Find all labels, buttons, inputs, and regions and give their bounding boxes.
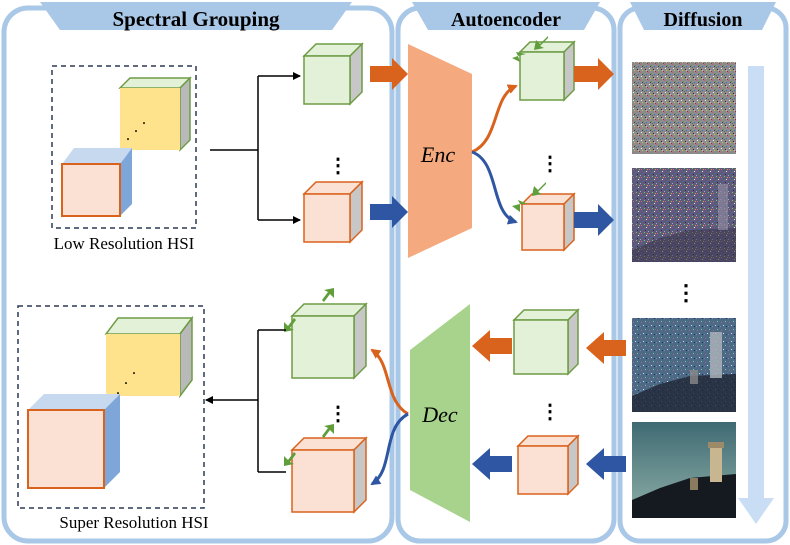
recon-vdots: ⋮ bbox=[328, 403, 348, 425]
denoised-cube-pink bbox=[516, 434, 580, 496]
low-res-label: Low Resolution HSI bbox=[54, 234, 195, 253]
recon-pink-arrow-top bbox=[322, 424, 334, 438]
decoder-shape bbox=[410, 304, 470, 522]
encoder-shape bbox=[408, 44, 472, 258]
super-res-pink-cube bbox=[27, 394, 120, 489]
blue-block-arrow-to-dec bbox=[472, 448, 512, 480]
super-res-dots: . bbox=[124, 371, 128, 388]
recon-cube-pink bbox=[290, 436, 368, 514]
recon-pink-arrow-left bbox=[284, 452, 296, 466]
low-res-box bbox=[51, 65, 197, 229]
super-res-dots-3: . bbox=[116, 381, 120, 398]
group-vdots: ⋮ bbox=[328, 155, 348, 177]
diffusion-title: Diffusion bbox=[664, 9, 743, 31]
latent-vdots: ⋮ bbox=[540, 153, 560, 175]
group-cube-pink-1 bbox=[302, 180, 364, 244]
group-cube-green-1 bbox=[302, 42, 364, 106]
orange-block-arrow-to-enc bbox=[370, 58, 408, 90]
spectral-title: Spectral Grouping bbox=[112, 7, 280, 31]
denoised-cube-green bbox=[512, 308, 580, 376]
orange-block-arrow-to-dec bbox=[472, 330, 512, 362]
low-res-dots-2: . bbox=[142, 111, 146, 128]
blue-block-arrow-to-enc bbox=[370, 196, 408, 228]
enc-blue-curve bbox=[471, 150, 518, 225]
diffusion-direction-arrow bbox=[738, 66, 774, 524]
autoencoder-title: Autoencoder bbox=[451, 9, 561, 31]
recon-green-arrow-left bbox=[284, 318, 296, 332]
diffusion-image-1 bbox=[632, 62, 736, 154]
recon-cube-green bbox=[290, 302, 368, 380]
latent-pink-arrow-left bbox=[512, 200, 528, 212]
diffusion-vdots: ⋮ bbox=[675, 280, 697, 305]
diffusion-image-3 bbox=[632, 318, 736, 412]
diffusion-image-4 bbox=[632, 422, 736, 518]
denoised-vdots: ⋮ bbox=[540, 401, 560, 423]
blue-block-arrow-to-diff bbox=[574, 204, 614, 236]
super-res-yellow-cube bbox=[104, 315, 194, 399]
latent-green-arrow-left bbox=[512, 52, 526, 62]
low-res-dots-3: . bbox=[126, 127, 130, 144]
latent-cube-green bbox=[518, 40, 576, 102]
diffusion-image-2 bbox=[632, 168, 736, 262]
autoencoder-title-tab bbox=[412, 2, 600, 30]
dec-orange-curve bbox=[370, 348, 409, 416]
super-res-dots-2: . bbox=[132, 361, 136, 378]
latent-green-arrow-top bbox=[534, 36, 548, 50]
latent-pink-arrow-top bbox=[532, 182, 546, 196]
super-res-box bbox=[17, 305, 205, 509]
low-res-dots: . bbox=[134, 119, 138, 136]
low-res-pink-cube bbox=[61, 148, 132, 217]
low-res-yellow-cube bbox=[118, 76, 192, 152]
diffusion-title-tab bbox=[630, 2, 776, 30]
blue-block-arrow-from-diff bbox=[586, 448, 626, 480]
enc-orange-curve bbox=[471, 84, 518, 154]
latent-cube-pink bbox=[520, 192, 576, 252]
dec-blue-curve bbox=[370, 412, 409, 486]
decoder-label: Dec bbox=[421, 402, 458, 427]
recon-green-arrow-top bbox=[322, 288, 334, 302]
super-res-label: Super Resolution HSI bbox=[59, 513, 209, 532]
orange-block-arrow-from-diff bbox=[586, 332, 626, 364]
orange-block-arrow-to-diff bbox=[574, 58, 614, 90]
encoder-label: Enc bbox=[420, 142, 455, 167]
spectral-title-tab bbox=[40, 2, 352, 30]
